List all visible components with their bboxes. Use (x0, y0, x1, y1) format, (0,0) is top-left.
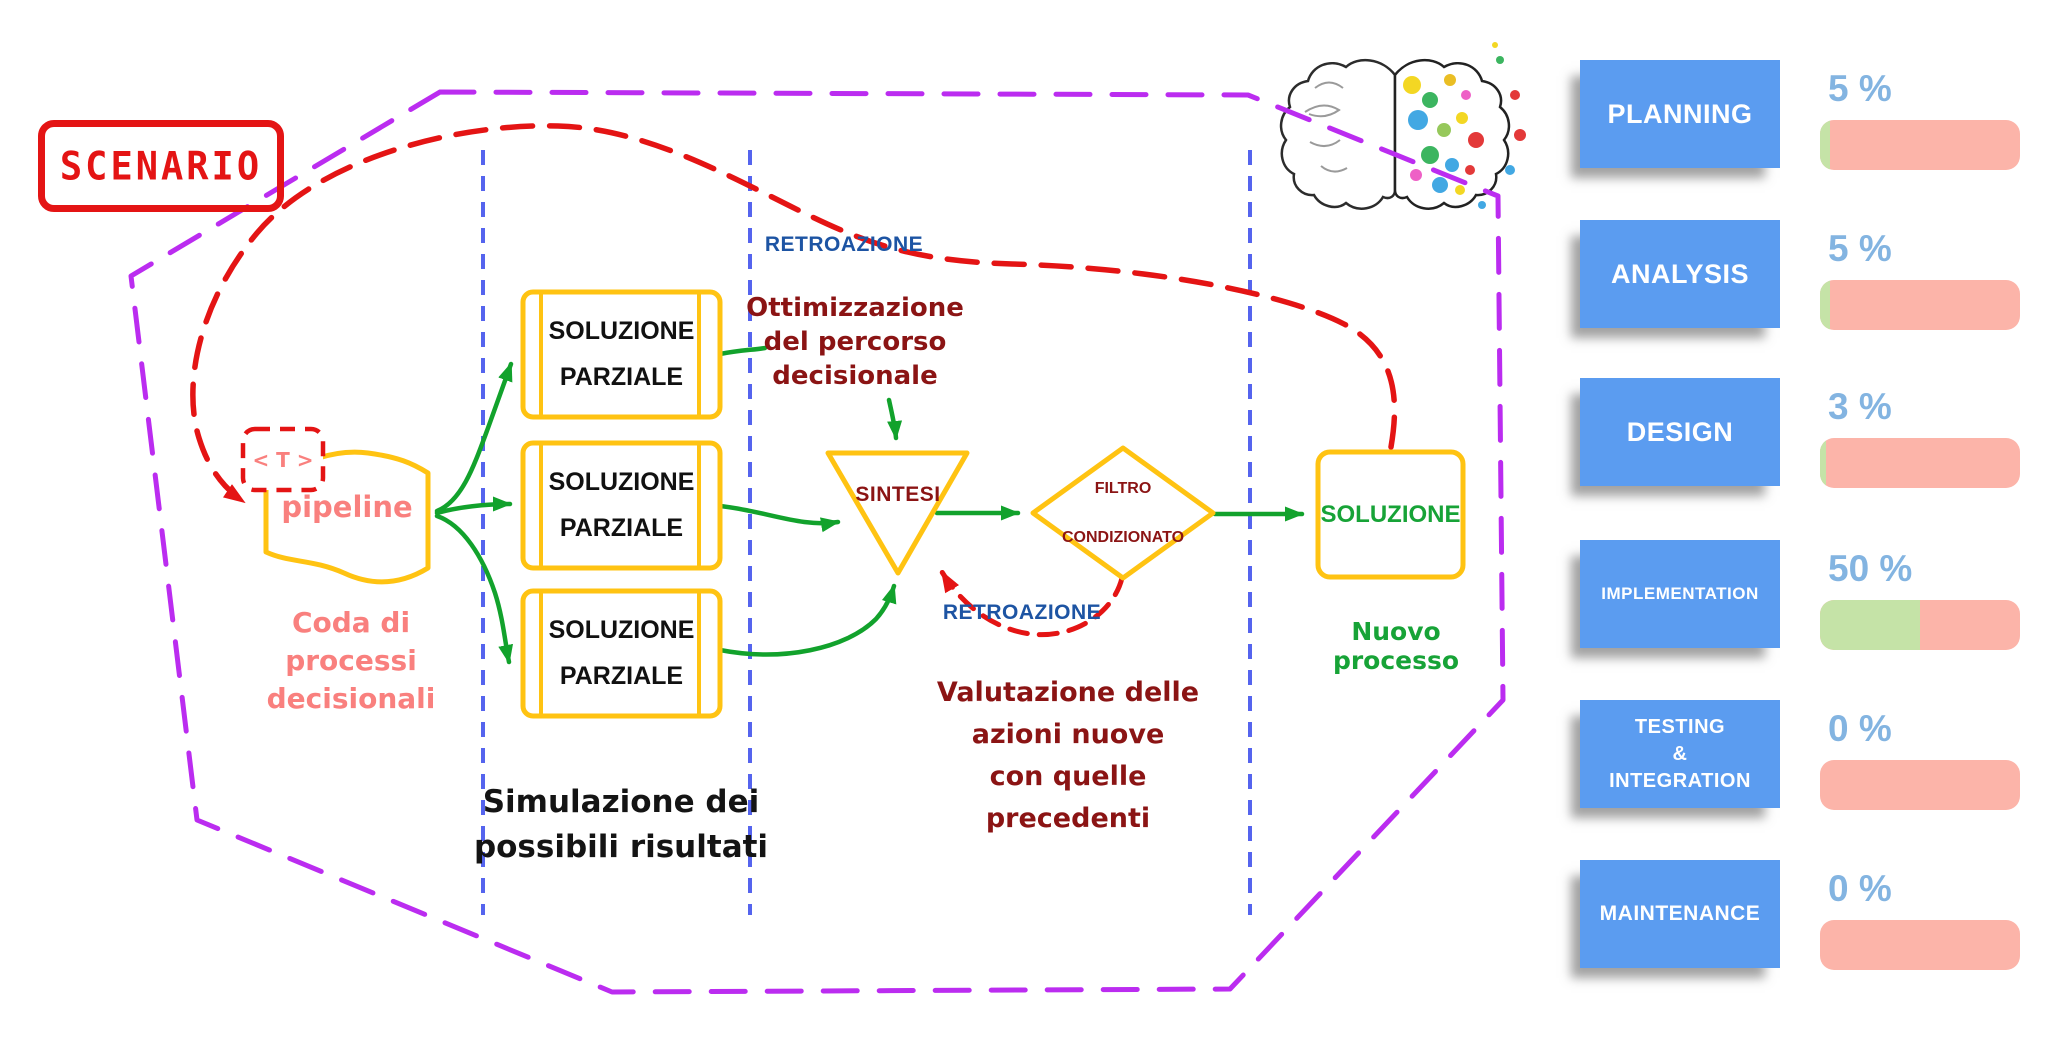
phase-label: IMPLEMENTATION (1601, 583, 1759, 603)
partial-line1: SOLUZIONE (548, 468, 695, 496)
brain-color-splatter (1403, 42, 1526, 209)
predefined-process-inner-lines (539, 292, 701, 716)
partial-line1: SOLUZIONE (548, 317, 695, 345)
progress-bar-design (1820, 438, 2020, 488)
synthesis-triangle (825, 450, 970, 576)
pipeline-label: pipeline (281, 490, 413, 524)
arrow-partial2-to-synthesis (717, 503, 841, 533)
filter-label-line2: CONDIZIONATO (1061, 529, 1185, 546)
partial-solution-text-3: SOLUZIONE PARZIALE (523, 591, 720, 716)
phase-row-design: DESIGN 3 % (1580, 378, 2040, 488)
arrow-pipeline-to-partial-2 (434, 496, 513, 516)
progress-bar-implementation (1820, 600, 2020, 650)
feedback-bottom-label: RETROAZIONE (942, 601, 1102, 624)
solution-box (1315, 449, 1466, 580)
percent-label: 0 % (1828, 708, 1892, 749)
phase-label: PLANNING (1607, 98, 1753, 129)
percent-label: 3 % (1828, 386, 1892, 427)
scenario-stamp: SCENARIO (38, 120, 284, 212)
partial-solution-text-2: SOLUZIONE PARZIALE (523, 443, 720, 568)
feedback-loop-outer (190, 123, 1398, 505)
brain-image (1279, 42, 1526, 210)
phase-row-implementation: IMPLEMENTATION 50 % (1580, 540, 2040, 650)
feedback-loop-inner (939, 569, 1125, 638)
arrow-pipeline-to-partial-3 (434, 513, 514, 665)
sticky-note-analysis: ANALYSIS (1580, 220, 1780, 328)
progress-bar-fill (1820, 600, 1920, 650)
template-t-box (240, 426, 326, 493)
partial-line1: SOLUZIONE (548, 616, 695, 644)
new-process-caption: Nuovo processo (1332, 617, 1460, 675)
simulation-caption: Simulazione dei possibili risultati (473, 784, 769, 865)
percent-label: 0 % (1828, 868, 1892, 909)
scenario-label: SCENARIO (59, 143, 263, 189)
sticky-note-design: DESIGN (1580, 378, 1780, 486)
partial-line2: PARZIALE (559, 363, 684, 391)
synthesis-label: SINTESI (855, 483, 941, 506)
percent-label: 50 % (1828, 548, 1913, 589)
progress-bar-analysis (1820, 280, 2020, 330)
solution-label: SOLUZIONE (1320, 500, 1461, 528)
progress-bar-maintenance (1820, 920, 2020, 970)
feedback-top-label: RETROAZIONE (764, 233, 924, 256)
progress-bar-fill (1820, 280, 1830, 330)
queue-caption: Coda di processi decisionali (266, 606, 436, 715)
sticky-note-maintenance: MAINTENANCE (1580, 860, 1780, 968)
brain-left-folds (1304, 81, 1348, 173)
phase-row-maintenance: MAINTENANCE 0 % (1580, 860, 2040, 970)
progress-bar-fill (1820, 120, 1830, 170)
partial-solution-box-3 (520, 588, 723, 719)
template-t-label: < T > (252, 447, 314, 472)
phase-label: TESTING & INTEGRATION (1609, 715, 1751, 792)
progress-bar-fill (1820, 438, 1826, 488)
phase-label: MAINTENANCE (1599, 901, 1761, 925)
sticky-note-planning: PLANNING (1580, 60, 1780, 168)
arrow-pipeline-to-partial-1 (434, 361, 514, 514)
partial-solution-box-1 (520, 289, 723, 420)
partial-solution-text-1: SOLUZIONE PARZIALE (523, 292, 720, 417)
arrow-optimization-to-synthesis (886, 397, 903, 441)
percent-label: 5 % (1828, 68, 1892, 109)
phase-label: ANALYSIS (1610, 258, 1750, 289)
optimization-caption: Ottimizzazione del percorso decisionale (746, 293, 964, 391)
evaluation-caption: Valutazione delle azioni nuove con quell… (936, 677, 1200, 834)
arrow-partial3-to-synthesis (717, 583, 897, 657)
phase-row-planning: PLANNING 5 % (1580, 60, 2040, 170)
filter-diamond (1030, 445, 1216, 581)
phase-row-analysis: ANALYSIS 5 % (1580, 220, 2040, 330)
filter-label-line1: FILTRO (1094, 480, 1152, 497)
phase-row-testing-integration: TESTING & INTEGRATION 0 % (1580, 700, 2040, 810)
progress-bar-planning (1820, 120, 2020, 170)
percent-label: 5 % (1828, 228, 1892, 269)
sticky-note-implementation: IMPLEMENTATION (1580, 540, 1780, 648)
scenario-boundary-dashed (128, 89, 1506, 995)
sticky-note-testing-integration: TESTING & INTEGRATION (1580, 700, 1780, 808)
link-partial1-to-optimization (717, 345, 768, 357)
partial-line2: PARZIALE (559, 662, 684, 690)
progress-bar-testing-integration (1820, 760, 2020, 810)
phase-label: DESIGN (1626, 416, 1734, 447)
brain-left-hemisphere (1279, 58, 1397, 210)
partial-line2: PARZIALE (559, 514, 684, 542)
partial-solution-box-2 (520, 440, 723, 571)
